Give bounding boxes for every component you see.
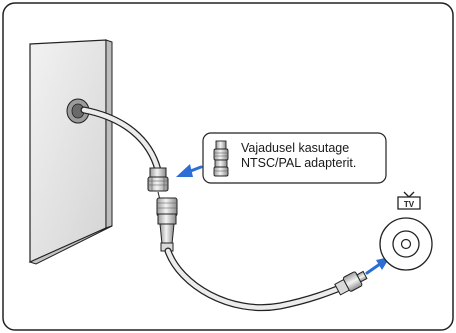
coax-plug-icon [147,167,169,192]
cable-wall-to-plug [80,106,162,174]
ntsc-pal-adapter-icon [213,140,229,177]
tv-plug [334,270,368,296]
adapter-callout-bubble [202,132,387,184]
adapter-callout-text: Vajadusel kasutage NTSC/PAL adapterit. [241,141,391,171]
antenna-wall-socket-icon [28,39,113,265]
tv-input-icon: TV [397,191,421,210]
tv-antenna-jack-icon [379,217,433,271]
callout-line-2: NTSC/PAL adapterit. [241,156,357,170]
cable-adapter-to-tv [164,247,349,312]
callout-line-1: Vajadusel kasutage [241,141,350,155]
arrow-to-plug [176,164,203,177]
svg-text:TV: TV [404,200,415,209]
